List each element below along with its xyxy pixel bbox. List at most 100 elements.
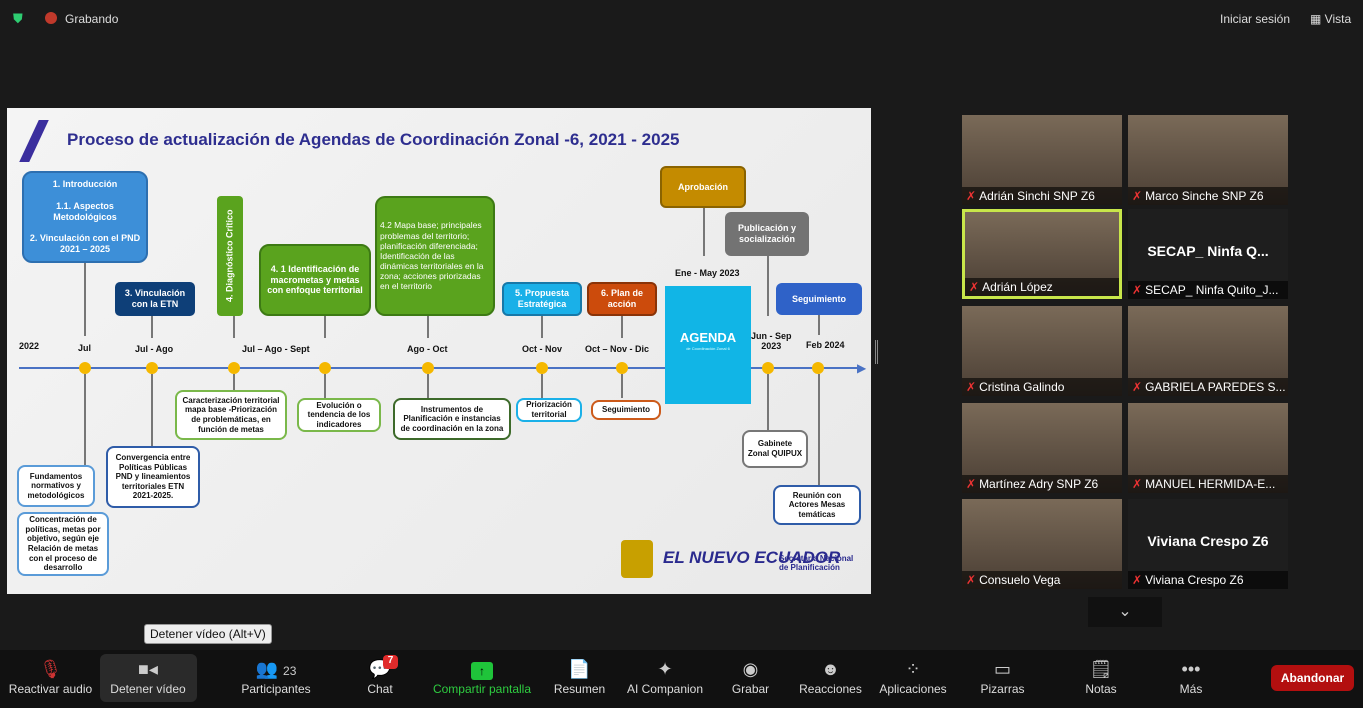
participant-tile[interactable]: ✗Martínez Adry SNP Z6 [962,403,1122,493]
notes-button[interactable]: 🗒 Notas [1080,656,1122,696]
participant-tile[interactable]: ✗Marco Sinche SNP Z6 [1128,115,1288,205]
logo-ecuador: EL NUEVO ECUADOR [663,548,841,567]
date-ago-oct: Ago - Oct [407,344,448,354]
chat-label: Chat [367,682,393,696]
sparkle-icon: ✦ [657,659,673,679]
summary-button[interactable]: 📄Resumen [552,656,607,696]
ai-label: AI Companion [626,682,704,696]
participant-name-large: Viviana Crespo Z6 [1147,533,1269,549]
logo-snp: Secretaría Nacional de Planificación [779,554,854,572]
leave-button[interactable]: Abandonar [1271,665,1354,691]
participant-name-text: GABRIELA PAREDES S... [1145,380,1286,394]
agenda-title: AGENDA [679,330,737,345]
note-priorizacion: Priorización territorial [516,398,582,422]
record-button[interactable]: ◉Grabar [728,656,773,696]
more-button[interactable]: ••• Más [1170,656,1212,696]
microphone-muted-icon: 🎙 [39,659,62,679]
video-camera-icon: ■◂ [138,659,158,679]
whiteboards-label: Pizarras [980,682,1025,696]
participant-tile[interactable]: ✗Adrián López [962,209,1122,299]
participant-name-text: Cristina Galindo [979,380,1065,394]
whiteboards-button[interactable]: ▭ Pizarras [975,656,1030,696]
date-oct-nov: Oct - Nov [522,344,563,354]
participant-tile[interactable]: ✗Cristina Galindo [962,306,1122,396]
box-diagnostico: 4. Diagnóstico Crítico [217,196,243,316]
microphone-muted-icon: ✗ [966,573,977,587]
share-screen-button[interactable]: ↑Compartir pantalla [430,656,534,696]
slide-title: Proceso de actualización de Agendas de C… [67,130,680,149]
more-label: Más [1179,682,1203,696]
signin-link[interactable]: Iniciar sesión [1220,12,1291,26]
note-concentracion: Concentración de políticas, metas por ob… [17,512,109,576]
view-label: Vista [1324,12,1352,26]
note-seguimiento: Seguimiento [591,400,661,420]
microphone-muted-icon: ✗ [1132,189,1143,203]
participants-label: Participantes [241,682,311,696]
notes-icon: 🗒 [1089,659,1113,679]
reactions-button[interactable]: ☻Reacciones [798,656,863,696]
date-jun-sep: Jun - Sep 2023 [751,331,792,351]
participant-tile[interactable]: SECAP_ Ninfa Q...✗SECAP_ Ninfa Quito_J..… [1128,209,1288,299]
stop-video-button[interactable]: ■◂ Detener vídeo [108,656,188,696]
date-jul-ago: Jul - Ago [135,344,174,354]
participant-name-text: Consuelo Vega [979,573,1061,587]
microphone-muted-icon: ✗ [966,380,977,394]
date-jul: Jul [78,343,92,353]
participant-name: ✗Marco Sinche SNP Z6 [1128,187,1288,205]
notes-label: Notas [1085,682,1117,696]
participant-tile[interactable]: ✗MANUEL HERMIDA-E... [1128,403,1288,493]
tooltip: Detener vídeo (Alt+V) [144,624,272,644]
microphone-muted-icon: ✗ [969,280,980,294]
participant-name-text: Martínez Adry SNP Z6 [979,477,1099,491]
participant-tile[interactable]: ✗GABRIELA PAREDES S... [1128,306,1288,396]
arrow-right-icon: ▶ [857,361,867,375]
participant-tile[interactable]: Viviana Crespo Z6✗Viviana Crespo Z6 [1128,499,1288,589]
note-caracterizacion: Caracterización territorial mapa base -P… [175,390,287,440]
note-reunion: Reunión con Actores Mesas temáticas [773,485,861,525]
chat-badge: 7 [383,655,398,669]
audio-label: Reactivar audio [8,682,93,696]
video-label: Detener vídeo [110,682,186,696]
record-label: Grabar [731,682,770,696]
participants-count: 23 [283,664,297,678]
unmute-audio-button[interactable]: 🎙 Reactivar audio [8,656,93,696]
agenda-cover: AGENDA de Coordinación Zonal 6 [665,286,751,404]
box-publicacion: Publicación y socialización [725,212,809,256]
share-label: Compartir pantalla [432,682,532,696]
slide-accent [19,120,49,162]
more-icon: ••• [1181,659,1201,679]
microphone-muted-icon: ✗ [1132,573,1143,587]
box-plan: 6. Plan de acción [587,282,657,316]
ai-companion-button[interactable]: ✦ AI Companion [625,656,705,696]
box-mapa: 4.2 Mapa base; principales problemas del… [375,196,495,316]
ecuador-coat-of-arms-icon [621,540,653,578]
participant-name: ✗GABRIELA PAREDES S... [1128,378,1288,396]
participant-tile[interactable]: ✗Consuelo Vega [962,499,1122,589]
chevron-down-icon[interactable]: ⌄ [1088,597,1162,627]
participant-name-text: Adrián Sinchi SNP Z6 [979,189,1095,203]
date-feb: Feb 2024 [806,340,845,350]
apps-button[interactable]: ⁘Aplicaciones [876,656,950,696]
participant-name: ✗Cristina Galindo [962,378,1122,396]
toolbar [0,650,1363,708]
date-jul-ago-sept: Jul – Ago - Sept [242,344,310,354]
splitter-handle[interactable] [875,340,878,364]
participant-name-text: Viviana Crespo Z6 [1145,573,1244,587]
whiteboard-icon: ▭ [993,659,1011,679]
participant-name: ✗Viviana Crespo Z6 [1128,571,1288,589]
participant-name: ✗SECAP_ Ninfa Quito_J... [1128,281,1288,299]
recording-icon [45,12,57,24]
view-button[interactable]: ▦ Vista [1310,12,1351,26]
box-propuesta: 5. Propuesta Estratégica [502,282,582,316]
agenda-subtitle: de Coordinación Zonal 6 [686,346,730,351]
participant-name-text: SECAP_ Ninfa Quito_J... [1145,283,1279,297]
participant-name: ✗Martínez Adry SNP Z6 [962,475,1122,493]
note-fundamentos: Fundamentos normativos y metodológicos [17,465,95,507]
shield-icon: ⛊ [13,11,23,26]
note-evolucion: Evolución o tendencia de los indicadores [297,398,381,432]
microphone-muted-icon: ✗ [1132,380,1143,394]
box-identificacion: 4. 1 Identificación de macrometas y meta… [259,244,371,316]
emoji-icon: ☻ [821,659,840,679]
participant-tile[interactable]: ✗Adrián Sinchi SNP Z6 [962,115,1122,205]
